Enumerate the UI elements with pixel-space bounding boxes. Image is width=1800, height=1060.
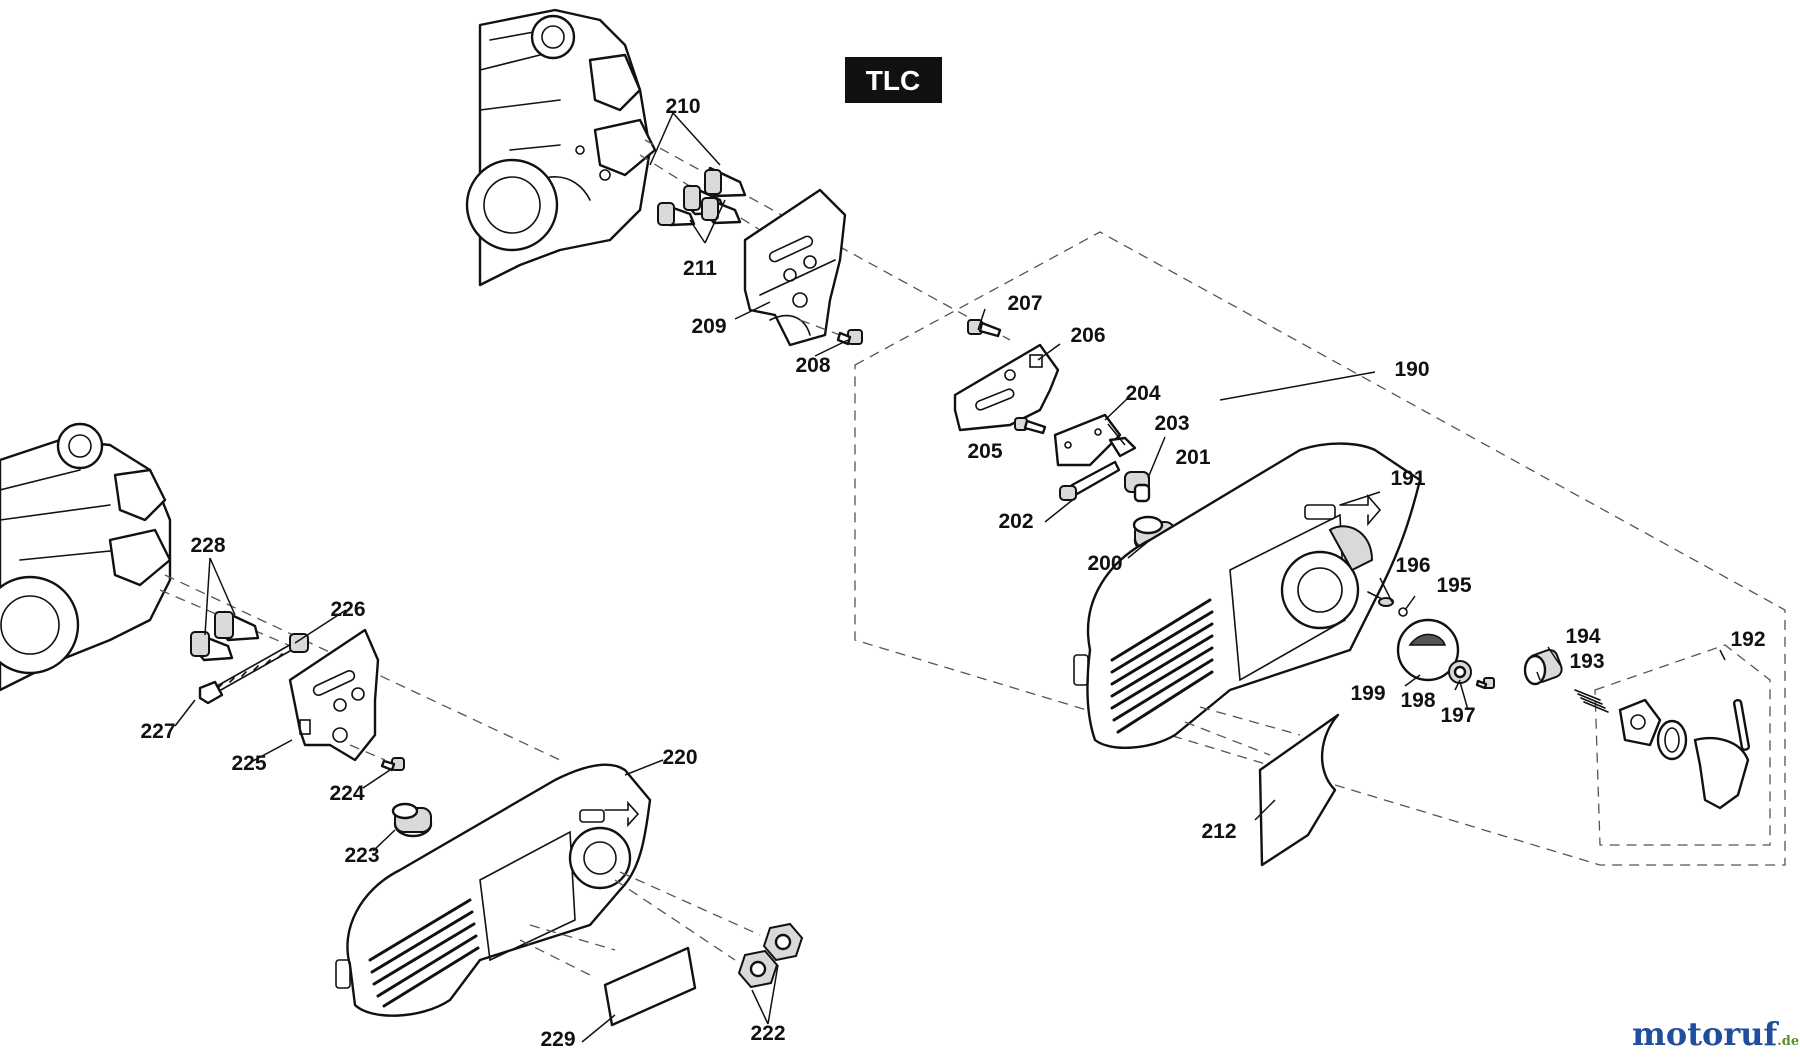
assembly-192-parts	[1523, 648, 1751, 810]
bolt-upper-4	[701, 197, 742, 225]
callout-207: 207	[1007, 292, 1042, 315]
bolt-upper-3	[657, 202, 696, 227]
callout-205: 205	[967, 440, 1002, 463]
callout-212: 212	[1201, 820, 1236, 843]
callout-225: 225	[231, 752, 266, 775]
cover-small-parts	[1367, 591, 1495, 690]
chain-cover-220	[335, 763, 652, 1017]
watermark-brand-main: motoruf	[1632, 1015, 1779, 1053]
watermark: motoruf.de	[1632, 1015, 1799, 1053]
callout-224: 224	[329, 782, 364, 805]
screw-224	[349, 744, 405, 772]
upper-guide-plate	[743, 188, 847, 347]
callout-222: 222	[750, 1022, 785, 1045]
callout-206: 206	[1070, 324, 1105, 347]
assembly-190-boundary	[854, 231, 1786, 866]
callout-195: 195	[1436, 574, 1471, 597]
callout-197: 197	[1440, 704, 1475, 727]
callout-191: 191	[1390, 467, 1425, 490]
callout-198: 198	[1400, 689, 1435, 712]
callout-201: 201	[1175, 446, 1210, 469]
bolt-upper-1	[703, 166, 747, 198]
lower-saw-housing	[0, 422, 172, 692]
sticker-212	[1184, 706, 1340, 867]
callout-223: 223	[344, 844, 379, 867]
callout-211: 211	[683, 257, 717, 280]
callout-203: 203	[1154, 412, 1189, 435]
callout-208: 208	[795, 354, 830, 377]
lower-guide-plate	[288, 628, 380, 762]
leader-lines	[174, 112, 1726, 1043]
callouts: 190 191 192 193 194 195 196 197 198 199 …	[140, 95, 1765, 1051]
callout-190: 190	[1394, 358, 1429, 381]
callout-199: 199	[1350, 682, 1385, 705]
knob-199	[1396, 618, 1460, 682]
callout-192: 192	[1730, 628, 1765, 651]
callout-228: 228	[190, 534, 225, 557]
lower-bolts	[159, 574, 561, 761]
sticker-229	[519, 924, 697, 1027]
callout-193: 193	[1569, 650, 1604, 673]
callout-194: 194	[1565, 625, 1600, 648]
callout-209: 209	[691, 315, 726, 338]
callout-229: 229	[540, 1028, 575, 1051]
upper-bolts	[639, 139, 1011, 341]
callout-196: 196	[1395, 554, 1430, 577]
tlc-badge-text: TLC	[866, 65, 920, 96]
upper-saw-housing	[465, 8, 657, 287]
adjuster-parts	[1014, 413, 1177, 556]
sleeve-223	[391, 802, 433, 838]
tlc-badge: TLC	[845, 57, 942, 103]
nuts-222	[614, 871, 804, 989]
callout-200: 200	[1087, 552, 1122, 575]
svg-text:motoruf.de: motoruf.de	[1632, 1015, 1799, 1053]
chain-cover-191	[1073, 442, 1422, 749]
callout-226: 226	[330, 598, 365, 621]
callout-220: 220	[662, 746, 697, 769]
callout-210: 210	[665, 95, 700, 118]
chain-tensioner-plate	[953, 319, 1060, 432]
screw-208	[799, 319, 863, 346]
callout-227: 227	[140, 720, 175, 743]
watermark-brand-suffix: .de	[1777, 1034, 1799, 1049]
callout-202: 202	[998, 510, 1033, 533]
callout-204: 204	[1125, 382, 1160, 405]
assembly-192-boundary	[1594, 644, 1771, 846]
